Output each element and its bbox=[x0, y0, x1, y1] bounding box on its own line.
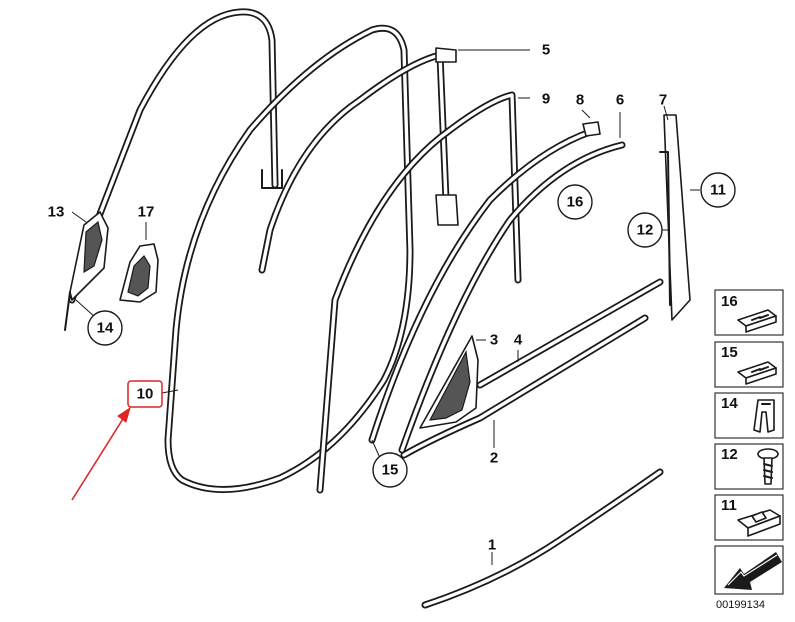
clip-icon bbox=[737, 361, 777, 385]
callout-17: 17 bbox=[138, 204, 155, 221]
svg-text:12: 12 bbox=[721, 446, 738, 463]
legend-panel: 16 15 14 bbox=[714, 289, 784, 595]
svg-text:14: 14 bbox=[97, 320, 114, 337]
svg-text:11: 11 bbox=[710, 182, 726, 199]
nut-icon bbox=[737, 509, 781, 537]
part-9-window-seal bbox=[316, 91, 522, 494]
svg-text:14: 14 bbox=[721, 395, 738, 412]
part-4-belt-strip bbox=[476, 278, 664, 389]
svg-text:16: 16 bbox=[567, 194, 584, 211]
part-17-bracket bbox=[119, 243, 159, 303]
callout-4: 4 bbox=[514, 332, 523, 349]
red-arrow-icon bbox=[71, 406, 131, 501]
svg-text:15: 15 bbox=[382, 462, 399, 479]
part-1-sill-strip bbox=[421, 468, 664, 609]
svg-text:8: 8 bbox=[576, 92, 584, 109]
part-5-window-channel bbox=[258, 47, 459, 274]
document-id: 00199134 bbox=[716, 599, 765, 611]
svg-text:12: 12 bbox=[637, 222, 654, 239]
part-15-inner-strip bbox=[368, 121, 601, 444]
svg-text:9: 9 bbox=[542, 91, 550, 108]
callout-9: 9 bbox=[542, 91, 550, 108]
leader-lines bbox=[71, 49, 700, 565]
callout-10-highlighted: 10 bbox=[127, 380, 163, 408]
callout-1: 1 bbox=[488, 537, 496, 554]
svg-text:3: 3 bbox=[490, 332, 498, 349]
svg-text:6: 6 bbox=[616, 92, 624, 109]
callout-3: 3 bbox=[490, 332, 498, 349]
part-6-outer-strip bbox=[398, 141, 626, 454]
svg-text:7: 7 bbox=[659, 92, 667, 109]
svg-text:1: 1 bbox=[488, 537, 496, 554]
part-3-mirror-bracket bbox=[419, 335, 479, 429]
part-2-belt-strip bbox=[400, 314, 649, 459]
svg-text:16: 16 bbox=[721, 293, 738, 310]
callout-16: 16 bbox=[557, 184, 593, 220]
legend-row-12: 12 bbox=[714, 443, 784, 490]
clip-icon bbox=[737, 309, 777, 333]
legend-row-arrow bbox=[714, 545, 784, 595]
svg-text:10: 10 bbox=[137, 386, 154, 403]
svg-text:17: 17 bbox=[138, 204, 155, 221]
part-14-bracket bbox=[64, 211, 109, 331]
arrow-icon bbox=[724, 552, 782, 590]
callout-12: 12 bbox=[627, 212, 663, 248]
callout-2: 2 bbox=[490, 450, 498, 467]
callout-7: 7 bbox=[659, 92, 667, 109]
svg-text:15: 15 bbox=[721, 344, 738, 361]
callout-14: 14 bbox=[87, 310, 123, 346]
legend-row-11: 11 bbox=[714, 494, 784, 541]
screw-icon bbox=[757, 448, 779, 485]
svg-text:11: 11 bbox=[721, 497, 737, 514]
callout-6: 6 bbox=[616, 92, 624, 109]
callout-5: 5 bbox=[542, 42, 550, 59]
part-7-pillar-trim bbox=[659, 114, 691, 321]
part-13-frame-seal bbox=[68, 8, 283, 304]
callout-11: 11 bbox=[700, 172, 736, 208]
callout-13: 13 bbox=[48, 204, 65, 221]
legend-row-16: 16 bbox=[714, 289, 784, 336]
part-10-door-seal bbox=[164, 24, 414, 494]
callout-15: 15 bbox=[372, 452, 408, 488]
svg-text:13: 13 bbox=[48, 204, 65, 221]
svg-text:2: 2 bbox=[490, 450, 498, 467]
legend-row-15: 15 bbox=[714, 341, 784, 388]
callout-8: 8 bbox=[576, 92, 584, 109]
svg-text:5: 5 bbox=[542, 42, 550, 59]
clamp-icon bbox=[753, 399, 775, 433]
legend-row-14: 14 bbox=[714, 392, 784, 439]
svg-text:4: 4 bbox=[514, 332, 523, 349]
